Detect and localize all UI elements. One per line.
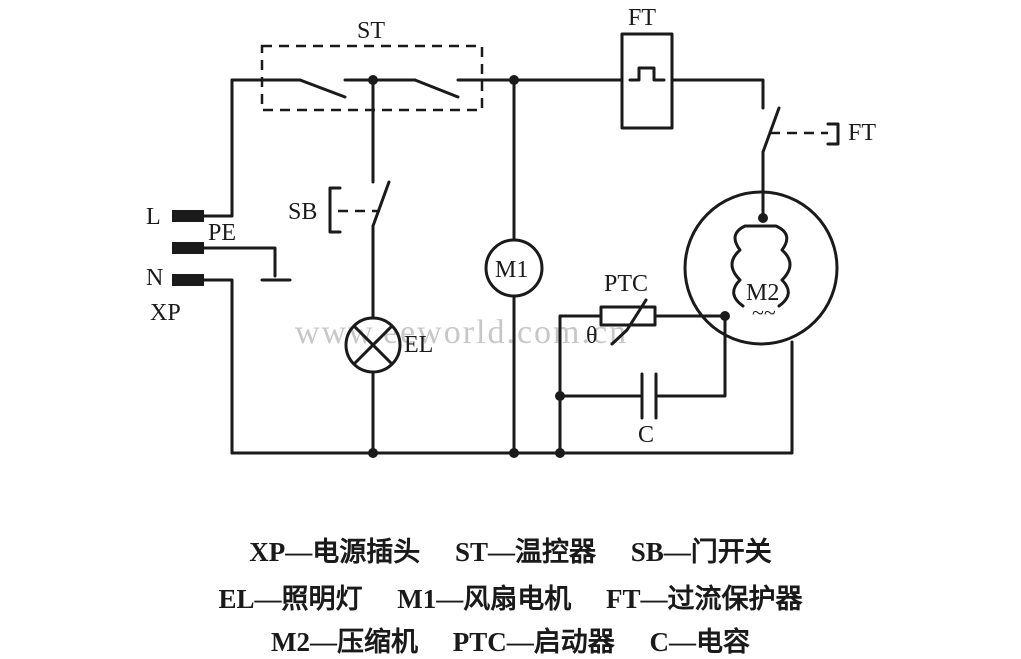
ft-contact-switch	[761, 106, 781, 154]
el-label: EL	[404, 332, 433, 358]
compressor-winding	[730, 224, 792, 308]
wire-pe	[200, 246, 277, 278]
legend-m2: M2—压缩机	[271, 627, 418, 657]
legend-xp: XP—电源插头	[249, 537, 421, 567]
ptc-diagonal	[610, 298, 648, 346]
legend-ptc: PTC—启动器	[452, 627, 615, 657]
ft-contact-bracket	[826, 122, 840, 146]
plug-pin-n	[172, 274, 204, 286]
ft-top-label: FT	[628, 5, 656, 31]
m2-winding-mark: ~~	[752, 300, 776, 325]
ptc-theta: θ	[586, 323, 598, 349]
node-st-mid	[368, 75, 378, 85]
wire-cap-right	[656, 314, 727, 398]
legend-m1: M1—风扇电机	[397, 584, 572, 614]
ptc-label: PTC	[604, 271, 648, 297]
node-m1-top	[509, 75, 519, 85]
legend-row-3: M2—压缩机 PTC—启动器 C—电容	[0, 620, 1021, 659]
legend-st: ST—温控器	[454, 537, 596, 567]
m1-label: M1	[495, 257, 528, 283]
node-m2-top	[758, 213, 768, 223]
lamp-cross	[352, 324, 394, 366]
legend-row-2: EL—照明灯 M1—风扇电机 FT—过流保护器	[0, 577, 1021, 616]
xp-label: XP	[150, 300, 181, 326]
node-bottom-ptc	[555, 448, 565, 458]
compressor-m2	[683, 190, 839, 346]
c-label: C	[638, 422, 654, 448]
node-cap-left	[555, 391, 565, 401]
n-label: N	[146, 265, 163, 291]
wire-ptc-left	[558, 314, 603, 455]
pe-label: PE	[208, 220, 236, 246]
node-bottom-lamp	[368, 448, 378, 458]
node-bottom-m1	[509, 448, 519, 458]
plug-pin-l	[172, 210, 204, 222]
thermostat-switch-1	[298, 78, 347, 99]
capacitor-c	[640, 372, 658, 420]
st-label: ST	[357, 18, 385, 44]
door-switch-sb	[371, 180, 391, 228]
legend-ft: FT—过流保护器	[606, 584, 803, 614]
ft-right-label: FT	[848, 120, 876, 146]
wire-bottom	[230, 340, 794, 455]
ft-protector-element	[628, 66, 666, 82]
ft-protector-box	[620, 32, 674, 130]
wire-n-down	[200, 278, 234, 455]
plug-pin-pe	[172, 242, 204, 254]
thermostat-switch-2	[413, 78, 460, 99]
legend-c: C—电容	[649, 627, 750, 657]
m2-label: M2	[746, 280, 779, 306]
wire-l-up	[200, 78, 234, 218]
wire-top-ft	[670, 78, 765, 110]
legend-el: EL—照明灯	[218, 584, 363, 614]
door-switch-bracket	[328, 186, 342, 234]
l-label: L	[146, 204, 161, 230]
legend-sb: SB—门开关	[630, 537, 772, 567]
sb-label: SB	[288, 199, 317, 225]
legend-row-1: XP—电源插头 ST—温控器 SB—门开关	[0, 530, 1021, 569]
